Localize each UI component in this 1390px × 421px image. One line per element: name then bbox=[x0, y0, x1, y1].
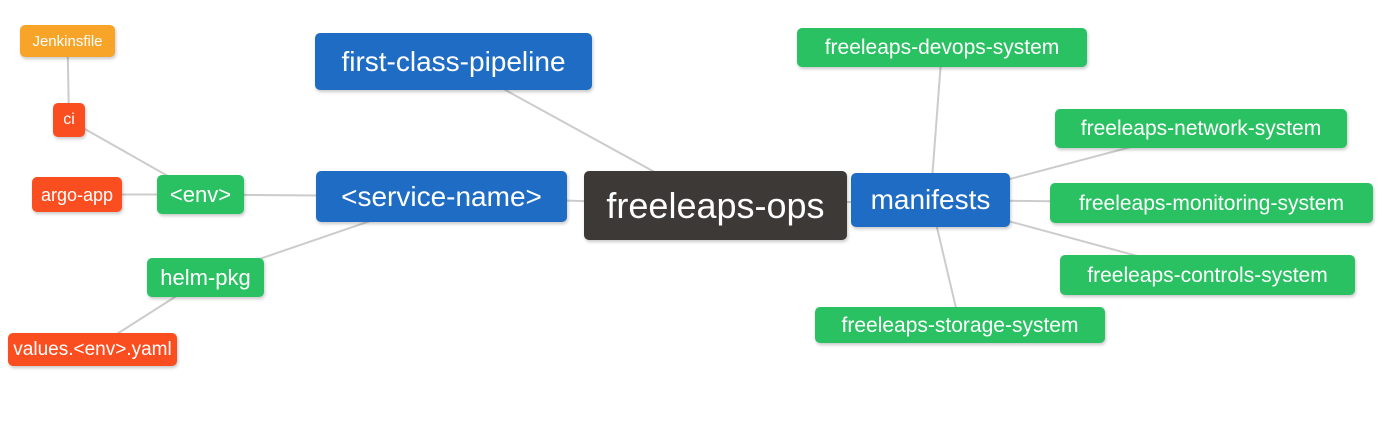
node-storage-system[interactable]: freeleaps-storage-system bbox=[815, 307, 1105, 343]
node-env[interactable]: <env> bbox=[157, 175, 244, 214]
node-monitoring-system[interactable]: freeleaps-monitoring-system bbox=[1050, 183, 1373, 223]
node-ci[interactable]: ci bbox=[53, 103, 85, 137]
node-jenkinsfile[interactable]: Jenkinsfile bbox=[20, 25, 115, 57]
node-network-system[interactable]: freeleaps-network-system bbox=[1055, 109, 1347, 148]
node-manifests[interactable]: manifests bbox=[851, 173, 1010, 227]
node-service-name[interactable]: <service-name> bbox=[316, 171, 567, 222]
node-first-class-pipeline[interactable]: first-class-pipeline bbox=[315, 33, 592, 90]
node-devops-system[interactable]: freeleaps-devops-system bbox=[797, 28, 1087, 67]
node-helm-pkg[interactable]: helm-pkg bbox=[147, 258, 264, 297]
node-controls-system[interactable]: freeleaps-controls-system bbox=[1060, 255, 1355, 295]
node-values-env-yaml[interactable]: values.<env>.yaml bbox=[8, 333, 177, 366]
node-freeleaps-ops[interactable]: freeleaps-ops bbox=[584, 171, 847, 240]
node-argo-app[interactable]: argo-app bbox=[32, 177, 122, 212]
